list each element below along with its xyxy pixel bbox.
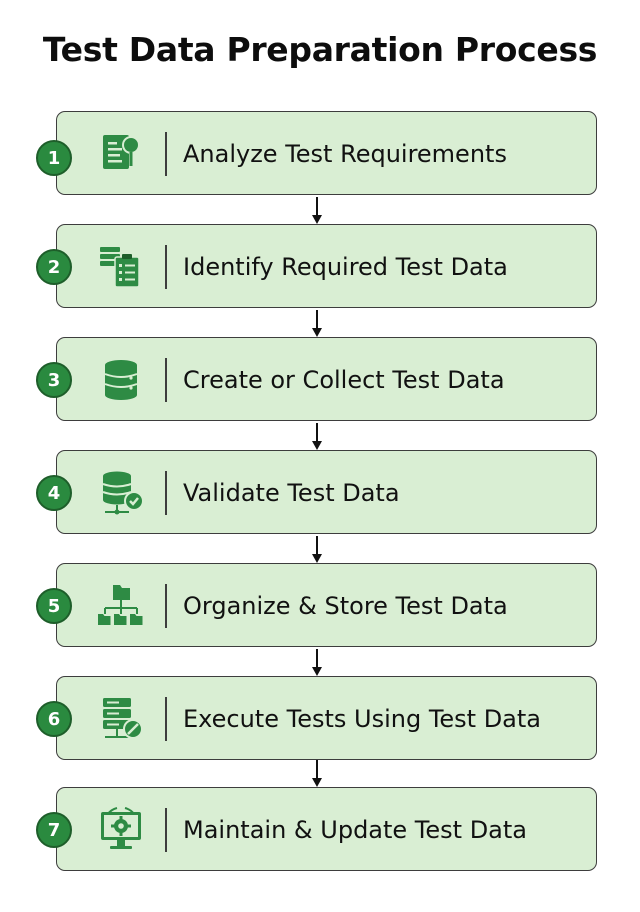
- step-label-6: Execute Tests Using Test Data: [183, 705, 542, 733]
- flow-arrow-2: [310, 310, 324, 338]
- step-label-5: Organize & Store Test Data: [183, 592, 508, 620]
- step-label-1: Analyze Test Requirements: [183, 140, 507, 168]
- document-search-icon: [97, 130, 145, 178]
- step-divider: [165, 132, 167, 176]
- step-divider: [165, 584, 167, 628]
- flow-arrow-3: [310, 423, 324, 451]
- step-number-badge-7: 7: [36, 812, 72, 848]
- step-divider: [165, 245, 167, 289]
- database-icon: [97, 356, 145, 404]
- step-label-2: Identify Required Test Data: [183, 253, 508, 281]
- flow-arrow-5: [310, 649, 324, 677]
- monitor-gear-icon: [97, 806, 145, 854]
- data-checklist-icon: [97, 243, 145, 291]
- step-box-3: Create or Collect Test Data: [56, 337, 597, 421]
- step-divider: [165, 358, 167, 402]
- step-label-4: Validate Test Data: [183, 479, 400, 507]
- step-number-badge-2: 2: [36, 249, 72, 285]
- database-check-icon: [97, 469, 145, 517]
- step-number-badge-3: 3: [36, 362, 72, 398]
- step-box-1: Analyze Test Requirements: [56, 111, 597, 195]
- page-title: Test Data Preparation Process: [42, 30, 598, 69]
- step-divider: [165, 808, 167, 852]
- flow-arrow-1: [310, 197, 324, 225]
- step-number-badge-6: 6: [36, 701, 72, 737]
- step-box-4: Validate Test Data: [56, 450, 597, 534]
- step-number-badge-5: 5: [36, 588, 72, 624]
- step-box-7: Maintain & Update Test Data: [56, 787, 597, 871]
- step-number-badge-1: 1: [36, 140, 72, 176]
- step-divider: [165, 471, 167, 515]
- step-label-3: Create or Collect Test Data: [183, 366, 505, 394]
- step-label-7: Maintain & Update Test Data: [183, 816, 528, 844]
- flow-arrow-4: [310, 536, 324, 564]
- step-number-badge-4: 4: [36, 475, 72, 511]
- step-box-6: Execute Tests Using Test Data: [56, 676, 597, 760]
- step-box-2: Identify Required Test Data: [56, 224, 597, 308]
- folder-hierarchy-icon: [97, 582, 145, 630]
- server-block-icon: [97, 695, 145, 743]
- step-divider: [165, 697, 167, 741]
- step-box-5: Organize & Store Test Data: [56, 563, 597, 647]
- flow-arrow-6: [310, 760, 324, 788]
